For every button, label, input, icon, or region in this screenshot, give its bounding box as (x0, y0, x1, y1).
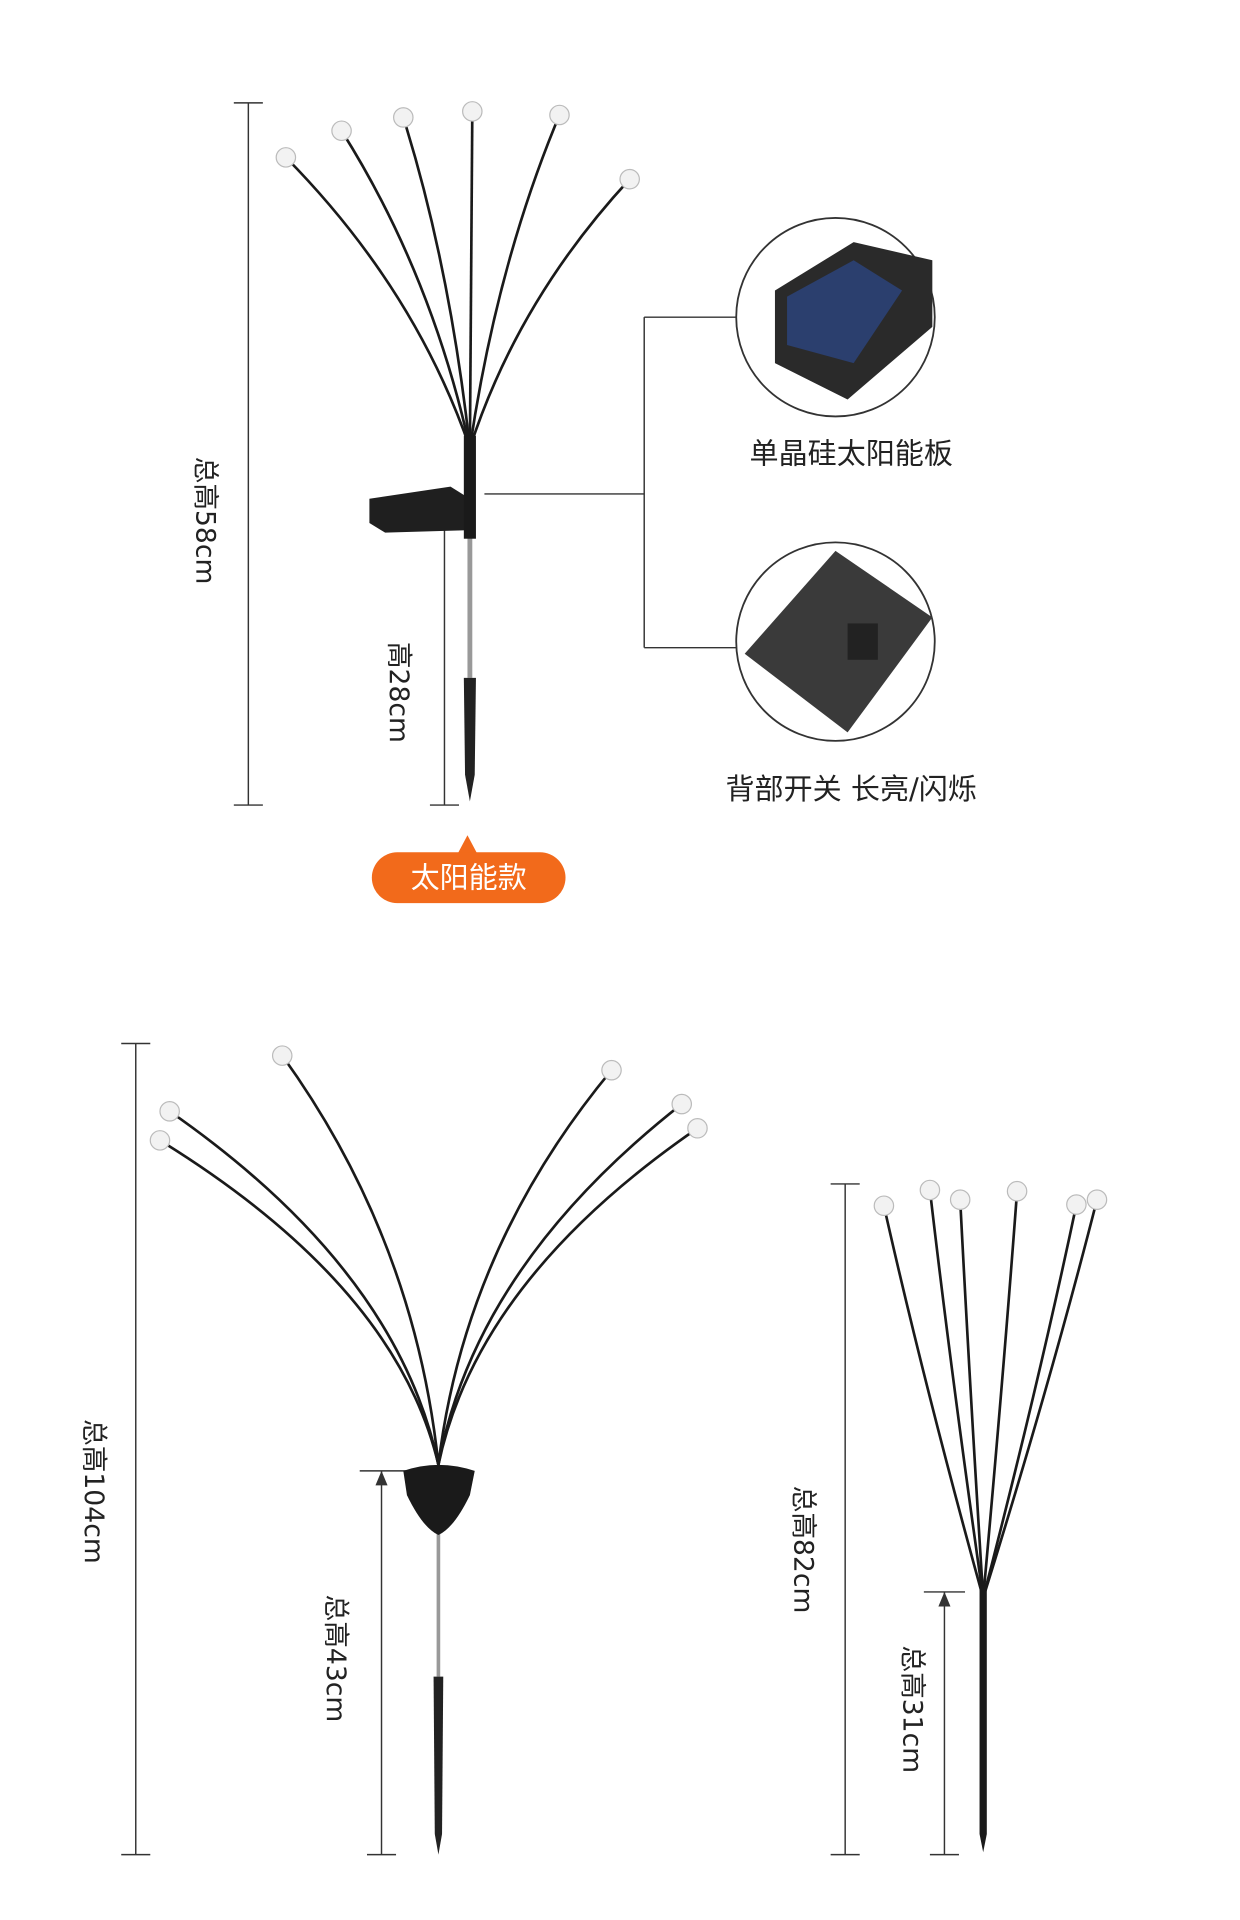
led-bulb (462, 101, 483, 122)
large-total-height-label: 总高104cm (78, 1419, 109, 1564)
led-bulb (1066, 1194, 1087, 1215)
branch-wire (437, 1127, 699, 1466)
slim-stake-height-label: 总高31cm (896, 1645, 927, 1773)
branch-wire (340, 130, 472, 449)
branch-wire (981, 1191, 1019, 1599)
solar-panel-closeup: 单晶硅太阳能板 (735, 216, 953, 471)
branch-wire (981, 1204, 1078, 1599)
large-firework-light (149, 1045, 708, 1855)
branch-wire (281, 1054, 440, 1465)
branch-wire (958, 1199, 985, 1599)
large-stake-height-dimension: 总高43cm (320, 1470, 412, 1856)
led-bulb (671, 1093, 693, 1115)
solar-firework-light (275, 101, 640, 802)
slim-firework-light (873, 1179, 1108, 1853)
branch-wire (981, 1199, 1099, 1599)
back-switch-caption: 背部开关 长亮/闪烁 (726, 772, 977, 806)
solar-stake-height-label: 高28cm (383, 642, 414, 743)
solar-model-badge-label: 太阳能款 (411, 860, 527, 894)
solar-model-badge: 太阳能款 (371, 835, 566, 904)
branch-wire (468, 114, 561, 449)
slim-total-height-dimension: 总高82cm (787, 1183, 860, 1856)
led-bulb (149, 1130, 171, 1151)
led-bulb (1006, 1180, 1028, 1202)
branch-wire (168, 1110, 440, 1466)
led-bulb (159, 1101, 180, 1122)
large-stake-height-label: 总高43cm (320, 1595, 351, 1723)
branch-wire (437, 1069, 613, 1465)
branch-wire (402, 117, 472, 449)
solar-total-height-dimension: 总高58cm (189, 102, 263, 806)
branch-wire (468, 111, 474, 448)
callout-connector (484, 316, 737, 649)
branch-wire (159, 1139, 440, 1466)
led-bulb (949, 1189, 971, 1210)
led-bulb (331, 120, 352, 142)
branch-wire (437, 1103, 683, 1466)
back-switch-closeup: 背部开关 长亮/闪烁 (726, 541, 977, 806)
slim-stake-height-dimension: 总高31cm (896, 1591, 966, 1856)
led-bulb (919, 1179, 941, 1201)
led-bulb (393, 107, 414, 128)
branch-wire (928, 1189, 985, 1599)
led-bulb (687, 1117, 708, 1139)
large-total-height-dimension: 总高104cm (78, 1042, 151, 1856)
led-bulb (601, 1059, 622, 1081)
solar-panel-caption: 单晶硅太阳能板 (750, 437, 953, 471)
led-bulb (1086, 1189, 1108, 1210)
solar-total-height-label: 总高58cm (189, 457, 220, 585)
branch-wire (882, 1205, 985, 1599)
solar-stake-height-dimension: 高28cm (383, 493, 459, 806)
led-bulb (271, 1045, 293, 1066)
branch-wire (284, 156, 472, 449)
led-bulb (873, 1195, 895, 1217)
led-bulb (549, 104, 570, 126)
led-bulb (275, 147, 297, 168)
solar-panel-box (369, 486, 470, 533)
slim-total-height-label: 总高82cm (787, 1486, 818, 1614)
led-bulb (619, 168, 640, 190)
branch-wire (468, 178, 631, 449)
